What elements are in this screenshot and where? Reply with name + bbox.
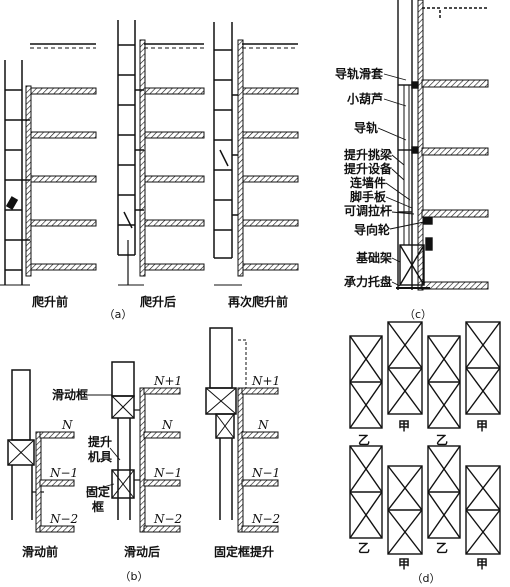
frame-d-top-3 <box>427 335 461 429</box>
floor-n1-b3: N−1 <box>251 466 280 480</box>
building-slabs-a2 <box>139 39 205 277</box>
label-wall-tie: 连墙件 <box>350 175 386 190</box>
label-lifting-machine-1: 提升 <box>88 434 112 449</box>
label-lifting-equipment: 提升设备 <box>344 161 393 176</box>
label-yi-top-2: 乙 <box>436 433 448 447</box>
label-fixed-frame-lift: 固定框提升 <box>214 544 274 559</box>
frame-d-bottom-3 <box>427 445 461 539</box>
building-slabs-a1 <box>25 43 97 277</box>
scaffold-before-climb <box>0 43 97 286</box>
panel-c-guide-rail-system <box>377 0 489 291</box>
floor-n1-b2: N−1 <box>153 466 182 480</box>
floor-np1-b3: N+1 <box>251 374 280 388</box>
label-base-frame: 基础架 <box>355 250 392 265</box>
panel-d-labels: 乙 甲 乙 甲 乙 甲 乙 甲 （d） <box>358 419 488 585</box>
frame-d-top-1 <box>349 335 383 429</box>
climbing-frame-a3 <box>213 22 242 286</box>
label-jia-top-2: 甲 <box>476 419 488 433</box>
label-before-climb: 爬升前 <box>31 294 68 309</box>
label-guide-rail: 导轨 <box>354 120 378 135</box>
label-before-next-climb: 再次爬升前 <box>228 294 288 309</box>
label-after-sliding: 滑动后 <box>124 544 160 559</box>
building-slabs-a3 <box>237 39 299 277</box>
label-yi-bottom-2: 乙 <box>436 541 448 555</box>
label-jia-bottom-1: 甲 <box>398 557 410 571</box>
panel-c-labels: 导轨滑套 小葫芦 导轨 提升挑梁 提升设备 连墙件 脚手板 可调拉杆 导向轮 基… <box>335 66 432 321</box>
climbing-frame-a2 <box>117 20 144 286</box>
panel-c-letter: （c） <box>404 308 432 321</box>
scaffold-after-climb <box>117 20 205 286</box>
floor-n2-b2: N−2 <box>153 512 182 526</box>
label-guide-wheel: 导向轮 <box>354 222 391 237</box>
label-fixed-frame-2: 框 <box>92 499 104 514</box>
leader-lines-b <box>85 394 121 493</box>
label-scaffold-board: 脚手板 <box>350 189 387 204</box>
frame-d-bottom-4 <box>465 465 501 555</box>
label-yi-top-1: 乙 <box>358 433 370 447</box>
sliding-before <box>7 369 75 533</box>
floor-n-b2: N <box>161 418 173 432</box>
frame-d-bottom-2 <box>387 465 423 555</box>
floor-n-b1: N <box>61 418 73 432</box>
sliding-after <box>111 361 181 533</box>
label-small-hoist: 小葫芦 <box>347 91 383 106</box>
floor-n-b3: N <box>257 418 269 432</box>
panel-b-sliding-frame-sequence <box>7 327 279 533</box>
frame-d-top-2 <box>387 321 423 415</box>
label-yi-bottom-1: 乙 <box>358 541 370 555</box>
frame-d-bottom-1 <box>349 445 383 539</box>
label-before-sliding: 滑动前 <box>22 544 58 559</box>
panel-b-letter: （b） <box>120 570 149 583</box>
label-lifting-beam: 提升挑梁 <box>344 147 392 162</box>
building-column-c <box>417 0 489 291</box>
scaffold-before-next-climb <box>213 22 299 286</box>
guide-rail-frame-c <box>396 0 433 290</box>
panel-a-letter: （a） <box>104 308 133 321</box>
label-jia-top-1: 甲 <box>398 419 410 433</box>
floor-n2-b1: N−2 <box>49 512 78 526</box>
panel-a-climbing-sequence <box>0 20 299 286</box>
panel-d-letter: （d） <box>412 572 441 585</box>
label-adjustable-rod: 可调拉杆 <box>344 203 392 218</box>
climbing-frame-a1 <box>0 60 30 286</box>
frame-d-top-4 <box>465 321 501 415</box>
floor-np1-b2: N+1 <box>153 374 182 388</box>
fixed-frame-lift <box>205 327 279 533</box>
label-bearing-tray: 承力托盘 <box>344 274 392 289</box>
floor-n2-b3: N−2 <box>251 512 280 526</box>
floor-n1-b1: N−1 <box>49 466 78 480</box>
label-rail-sleeve: 导轨滑套 <box>335 66 384 81</box>
label-after-climb: 爬升后 <box>139 294 176 309</box>
label-fixed-frame-1: 固定 <box>86 484 110 499</box>
panel-d-alternating-frames <box>349 321 501 555</box>
label-jia-bottom-2: 甲 <box>476 557 488 571</box>
leader-lines-c <box>377 73 425 287</box>
label-sliding-frame: 滑动框 <box>52 387 88 402</box>
label-lifting-machine-2: 机具 <box>88 449 112 464</box>
panel-b-labels: 滑动框 提升 机具 固定 框 N N−1 N−2 N+1 N N−1 N−2 N… <box>22 374 280 583</box>
